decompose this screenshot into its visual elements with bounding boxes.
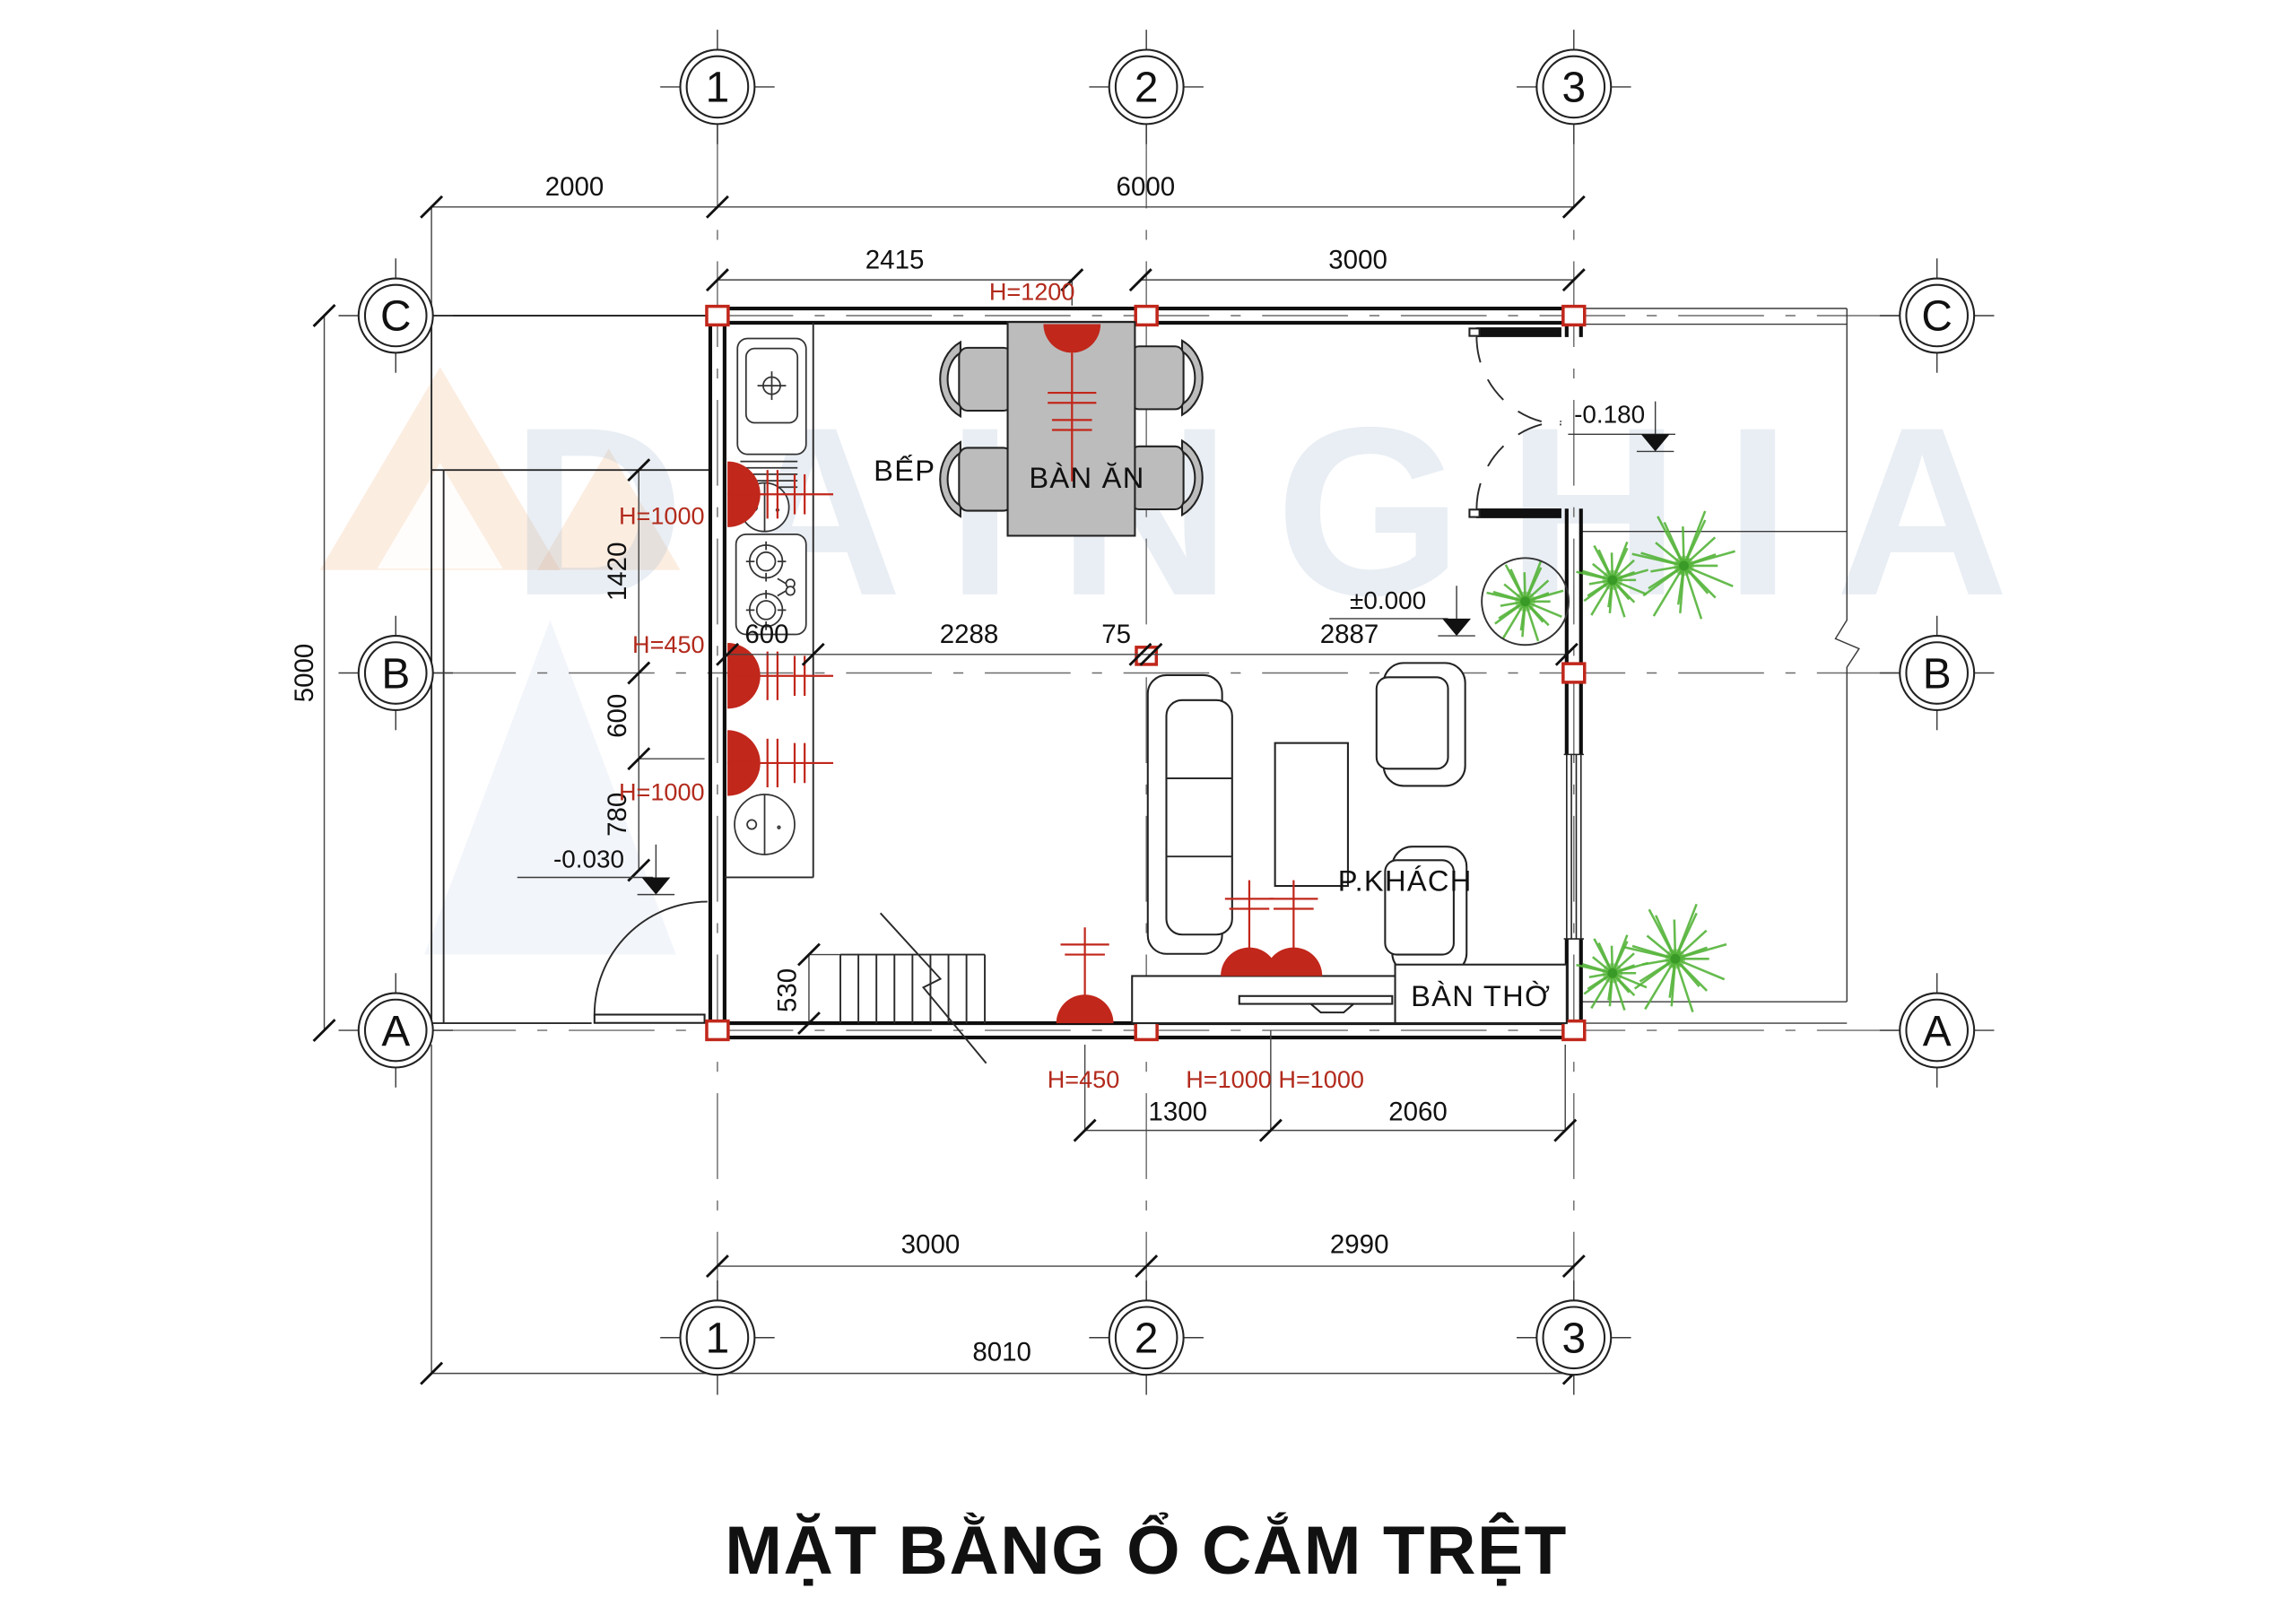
armchair-bottom	[1384, 846, 1468, 975]
axis-label: A	[1923, 1008, 1952, 1055]
socket-label-h1200: H=1200	[989, 277, 1075, 305]
socket-tv-2	[1265, 947, 1323, 976]
axis-bubble: A	[1879, 973, 1995, 1088]
tree-icon	[1631, 510, 1735, 620]
axis-bubble: A	[338, 973, 454, 1088]
dimension-ticks	[312, 195, 1586, 1385]
room-label-dining: BÀN ĂN	[1029, 461, 1144, 494]
stair-break-line	[879, 912, 987, 1064]
dim-75: 75	[1101, 620, 1131, 649]
axis-bubble: B	[338, 615, 454, 731]
socket-label-h450-a: H=450	[632, 630, 705, 658]
socket-symbol-marks	[727, 352, 1318, 996]
level-zero	[1329, 586, 1475, 637]
tree-icon	[1481, 557, 1570, 647]
level-label-minus018: -0.180	[1574, 401, 1645, 429]
living-room-window	[1563, 753, 1584, 940]
socket-tv-1	[1221, 947, 1278, 976]
axis-bubble: 2	[1089, 1280, 1204, 1395]
porch-outline	[430, 315, 710, 1038]
dim-2415: 2415	[865, 245, 925, 274]
power-sockets	[727, 324, 1323, 1024]
washing-machine-icon	[734, 794, 796, 855]
dim-5000: 5000	[290, 644, 319, 703]
plants	[1481, 510, 1735, 1013]
tv-cabinet	[1131, 975, 1396, 1025]
stairs	[839, 912, 987, 1064]
dim-2887: 2887	[1320, 620, 1379, 649]
axis-label: 3	[1562, 1315, 1587, 1363]
axis-label: B	[381, 650, 410, 698]
dim-2060: 2060	[1388, 1097, 1448, 1126]
dim-2288: 2288	[940, 620, 999, 649]
socket-label-h1000-b: H=1000	[619, 777, 705, 805]
dim-1420: 1420	[603, 542, 632, 602]
armchair-top	[1375, 662, 1466, 787]
dim-2990: 2990	[1330, 1230, 1389, 1260]
grid-axis-lines	[430, 122, 1901, 1302]
sofa	[1146, 673, 1233, 955]
axis-bubble: 3	[1517, 30, 1631, 144]
dim-3000-bottom: 3000	[901, 1230, 961, 1260]
level-label-minus003: -0.030	[553, 845, 624, 872]
altar-table	[1394, 963, 1568, 1025]
watermark-logo	[319, 367, 681, 955]
tree-icon	[1576, 934, 1648, 1011]
room-label-altar: BÀN THỜ	[1411, 979, 1551, 1012]
dim-780: 780	[603, 793, 632, 837]
axis-label: B	[1923, 650, 1952, 698]
socket-label-h1000-pair: H=1000 H=1000	[1186, 1065, 1364, 1093]
socket-label-h1000-a: H=1000	[619, 502, 705, 530]
sink-drain-icon	[757, 371, 787, 401]
dim-530: 530	[773, 968, 803, 1012]
column-markers	[705, 304, 1587, 1042]
axis-bubble: 1	[660, 1280, 775, 1395]
page-title: MẶT BẰNG Ổ CẮM TRỆT	[725, 1512, 1568, 1589]
level-minus-003	[517, 844, 675, 896]
dim-1300: 1300	[1148, 1097, 1207, 1126]
room-label-living: P.KHÁCH	[1338, 864, 1473, 898]
axis-bubble: C	[1879, 258, 1995, 373]
socket-dining	[1043, 324, 1101, 353]
axis-bubble: 2	[1089, 30, 1204, 144]
tree-icon	[1576, 541, 1648, 618]
axis-bubble: C	[338, 258, 454, 373]
kitchen-counter	[724, 322, 814, 879]
double-entrance-door	[1468, 327, 1561, 518]
axis-label: 1	[706, 1315, 730, 1363]
level-minus-018	[1568, 401, 1675, 453]
axis-bubble: B	[1879, 615, 1995, 731]
dim-3000-top: 3000	[1328, 245, 1387, 274]
tree-icon	[1622, 903, 1727, 1013]
axis-label: 2	[1135, 65, 1159, 112]
axis-label: 2	[1135, 1315, 1159, 1363]
dim-600-left: 600	[603, 694, 632, 738]
axis-label: 1	[706, 65, 730, 112]
dim-2000: 2000	[545, 172, 604, 202]
axis-bubble: 3	[1517, 1280, 1631, 1395]
room-label-kitchen: BẾP	[874, 454, 935, 487]
site-boundary-lines	[1580, 308, 1860, 1024]
dim-8010: 8010	[972, 1337, 1031, 1367]
tv-icon	[1238, 994, 1394, 1005]
entry-door	[593, 900, 708, 1024]
socket-floor	[1056, 994, 1114, 1024]
axis-label: C	[380, 293, 412, 341]
gas-stove-icon	[735, 534, 807, 636]
axis-bubble: 1	[660, 30, 775, 144]
dim-600-counter: 600	[744, 620, 788, 649]
axis-label: C	[1921, 293, 1952, 341]
dim-6000: 6000	[1117, 172, 1176, 202]
axis-label: A	[381, 1008, 410, 1055]
coffee-table	[1274, 742, 1349, 888]
level-label-zero: ±0.000	[1350, 586, 1426, 614]
socket-label-h450-b: H=450	[1048, 1065, 1120, 1093]
axis-label: 3	[1562, 65, 1587, 112]
